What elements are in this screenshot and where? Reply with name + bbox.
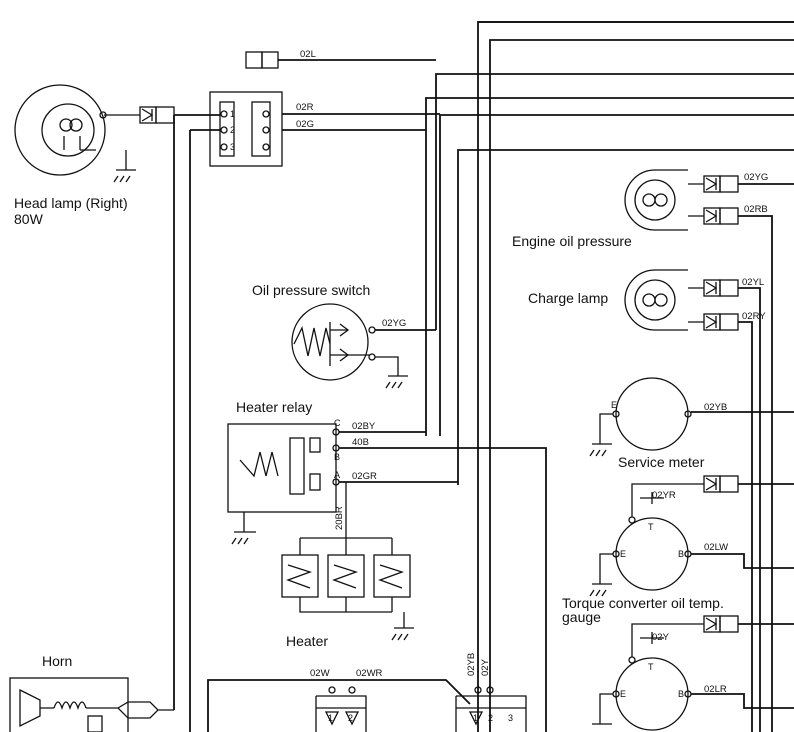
- bottom-a-pin-2: 2: [348, 713, 353, 723]
- main-pin-1: 1: [230, 109, 235, 119]
- gauge2-pin-e: E: [620, 689, 626, 699]
- bottom-connectors: [207, 679, 527, 732]
- torque-pin-t: T: [648, 522, 654, 532]
- main-pin-2: 2: [230, 125, 235, 135]
- horn: [9, 677, 174, 732]
- heater-relay: [227, 423, 547, 732]
- wire-label-02w: 02W: [310, 668, 330, 679]
- torque-gauge-label: Torque converter oil temp.: [562, 595, 724, 611]
- head-lamp-watt: 80W: [14, 211, 44, 227]
- wire-label-02yr: 02YR: [652, 490, 676, 501]
- gauge2-pin-t: T: [648, 662, 654, 672]
- engine-oil-lamp: [624, 169, 794, 732]
- main-pin-3: 3: [230, 142, 235, 152]
- bottom-b-pin-2: 2: [488, 713, 493, 723]
- heater: 20BR: [281, 482, 414, 641]
- torque-gauge-label-2: gauge: [562, 609, 601, 625]
- bottom-a-pin-1: 1: [328, 713, 333, 723]
- wire-label-02yg-eng: 02YG: [744, 172, 768, 183]
- head-lamp-label: Head lamp (Right): [14, 195, 128, 211]
- horn-label: Horn: [42, 653, 72, 669]
- wire-label-02l: 02L: [300, 49, 316, 60]
- wire-label-02y: 02Y: [652, 632, 670, 643]
- wire-label-02lr: 02LR: [704, 684, 727, 695]
- heater-relay-label: Heater relay: [236, 399, 312, 415]
- torque-pin-e: E: [620, 549, 626, 559]
- wire-label-02gr: 02GR: [352, 471, 377, 482]
- oil-pressure-switch: [291, 303, 436, 389]
- wire-label-02y-bottom: 02Y: [480, 658, 491, 676]
- service-meter-label: Service meter: [618, 454, 705, 470]
- relay-pin-b: B: [334, 452, 340, 462]
- gauge2-pin-b: B: [678, 689, 684, 699]
- wire-label-02rb: 02RB: [744, 204, 768, 215]
- wire-label-02yg-oil: 02YG: [382, 318, 406, 329]
- head-lamp: [14, 84, 175, 183]
- bottom-b-pin-1: 1: [473, 713, 478, 723]
- oil-switch-label: Oil pressure switch: [252, 282, 370, 298]
- service-meter-pin-e: E: [611, 400, 617, 410]
- wire-label-02yb: 02YB: [704, 402, 727, 413]
- charge-lamp: [624, 269, 761, 732]
- charge-lamp-label: Charge lamp: [528, 290, 608, 306]
- wire-label-40b: 40B: [352, 437, 369, 448]
- heater-label: Heater: [286, 633, 328, 649]
- torque-pin-b: B: [678, 549, 684, 559]
- connector-02l: [245, 51, 436, 69]
- wire-label-20br: 20BR: [334, 506, 345, 530]
- bottom-b-pin-3: 3: [508, 713, 513, 723]
- wire-label-02wr: 02WR: [356, 668, 383, 679]
- torque-gauge: [589, 475, 794, 597]
- wire-label-02ry: 02RY: [742, 311, 766, 322]
- wire-label-02lw: 02LW: [704, 542, 728, 553]
- wire-label-02g: 02G: [296, 119, 314, 130]
- main-switch-connector: [173, 91, 440, 732]
- wire-label-02r: 02R: [296, 102, 314, 113]
- second-gauge: [592, 615, 794, 731]
- wire-label-02by: 02BY: [352, 421, 376, 432]
- relay-pin-a: A: [334, 470, 340, 480]
- relay-pin-c: C: [334, 418, 341, 428]
- wire-label-02yb-bottom: 02YB: [466, 653, 477, 676]
- service-meter: [589, 377, 794, 457]
- engine-oil-label: Engine oil pressure: [512, 233, 632, 249]
- top-bus-lines: [425, 21, 794, 732]
- wire-label-02yl: 02YL: [742, 277, 764, 288]
